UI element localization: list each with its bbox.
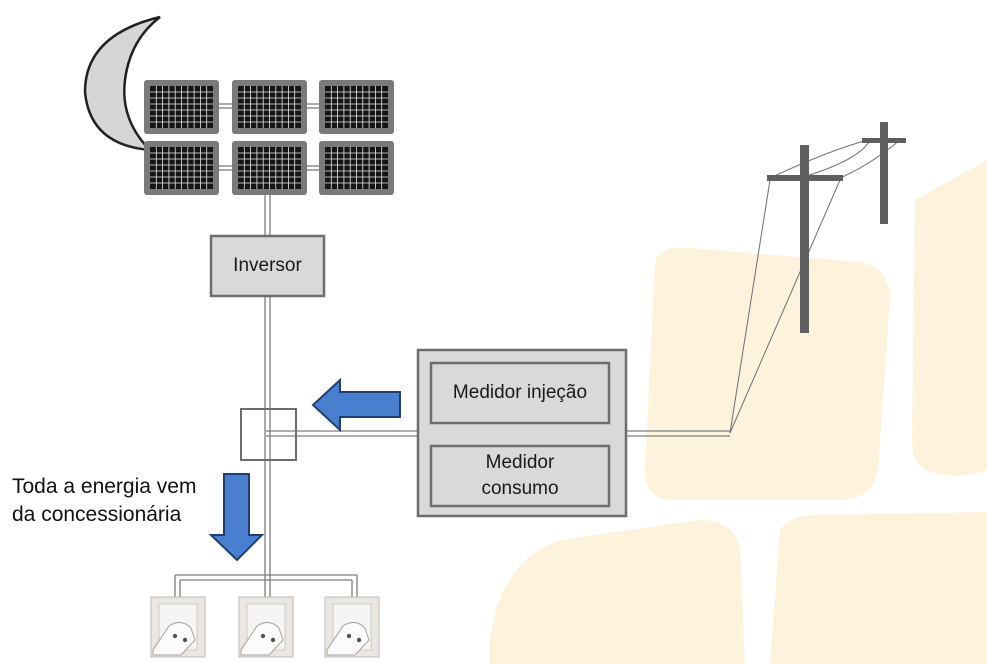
solar-panel-icon <box>319 80 394 134</box>
power-outlet-icon <box>150 596 206 658</box>
solar-panel-array <box>144 80 394 195</box>
background-watermark <box>490 160 987 664</box>
solar-panel-icon <box>144 141 219 195</box>
flow-arrow-down-icon <box>208 473 265 562</box>
solar-panel-icon <box>232 141 307 195</box>
outlet-group <box>150 596 380 658</box>
caption-line-1: Toda a energia vem <box>12 475 197 498</box>
junction-box <box>240 408 297 461</box>
meter-injection-label: Medidor injeção <box>452 382 588 403</box>
utility-pole-icon <box>767 122 906 333</box>
meter-consumption-label: Medidor consumo <box>481 452 559 499</box>
solar-panel-icon <box>232 80 307 134</box>
grid-lines <box>729 139 901 434</box>
power-outlet-icon <box>324 596 380 658</box>
solar-panel-icon <box>144 80 219 134</box>
meter-injection-box <box>429 361 611 425</box>
moon-icon <box>83 15 161 152</box>
power-outlet-icon <box>238 596 294 658</box>
meter-consumption-box <box>429 444 611 508</box>
inverter-label: Inversor <box>233 255 302 276</box>
solar-panel-icon <box>319 141 394 195</box>
caption: Toda a energia vem da concessionária <box>12 473 222 529</box>
flow-arrow-left-icon <box>311 377 401 433</box>
caption-line-2: da concessionária <box>12 503 182 526</box>
inverter-box <box>209 234 326 298</box>
wiring <box>174 103 730 600</box>
